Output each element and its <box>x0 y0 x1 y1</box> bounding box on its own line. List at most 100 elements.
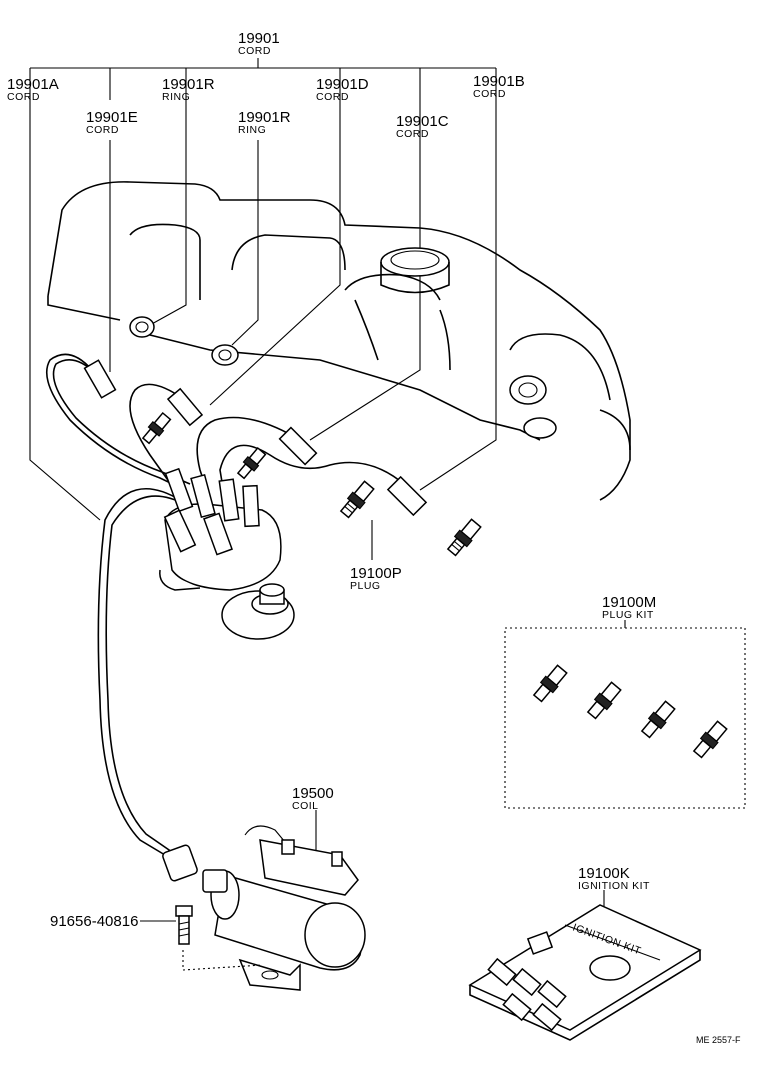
plug-kit-border <box>504 627 746 809</box>
part-number-19901b: 19901B <box>473 73 525 90</box>
part-name-19901a: CORD <box>7 91 40 103</box>
kit-part <box>532 1002 562 1032</box>
coil-cord-wire-2 <box>105 495 187 853</box>
part-name-ring-2: RING <box>238 124 266 136</box>
bolt-head <box>175 905 193 917</box>
coil-bracket-top <box>259 839 359 896</box>
distributor-tower <box>164 467 194 513</box>
part-number-ring-2: 19901R <box>238 109 291 126</box>
part-number-19901d: 19901D <box>316 76 369 93</box>
ignition-coil <box>162 825 366 991</box>
leader-ring1 <box>149 100 187 326</box>
part-name-19100k: IGNITION KIT <box>578 880 650 892</box>
coil-end-cap <box>304 902 366 968</box>
spark-plug-icon <box>692 720 728 759</box>
leader-19901d <box>209 100 341 406</box>
ignition-kit-case-side <box>469 950 701 1041</box>
distributor-base <box>159 569 201 591</box>
part-number-19901c: 19901C <box>396 113 449 130</box>
manifold-port <box>509 375 547 405</box>
part-number-19100m: 19100M <box>602 594 656 611</box>
ring-icon <box>211 344 239 366</box>
distributor-tower <box>190 473 216 519</box>
part-name-19901d: CORD <box>316 91 349 103</box>
part-name-19901e: CORD <box>86 124 119 136</box>
part-number-19901a: 19901A <box>7 76 59 93</box>
kit-part <box>502 992 532 1022</box>
leader-19901a <box>29 100 101 521</box>
cover-rib-2 <box>439 309 451 371</box>
ignition-kit-label-band <box>564 924 661 961</box>
ring-hole <box>218 349 232 361</box>
boot-icon <box>166 387 204 427</box>
bolt-icon <box>175 905 193 945</box>
part-number-19100p: 19100P <box>350 565 402 582</box>
ignition-cords <box>46 353 406 859</box>
kit-part <box>526 931 554 955</box>
diagram-reference: ME 2557-F <box>696 1035 741 1045</box>
kit-rotor <box>589 955 631 981</box>
kit-part <box>537 979 567 1009</box>
part-number-19500: 19500 <box>292 785 334 802</box>
coil-mount-foot <box>238 958 301 991</box>
cover-outline <box>47 181 631 501</box>
part-name-19500: COIL <box>292 800 319 812</box>
coil-terminal <box>331 851 343 867</box>
coil-cord-wire <box>97 487 181 859</box>
distributor-tower <box>218 478 240 522</box>
oil-filler-cap-inner <box>390 250 440 270</box>
boot-icon <box>386 475 428 517</box>
spark-plug-icon <box>446 518 482 557</box>
plug-kit-box <box>504 627 746 809</box>
ring-icon <box>129 316 155 338</box>
vacuum-nipple-top <box>259 583 285 597</box>
part-number-19100k: 19100K <box>578 865 630 882</box>
cord-e-wire <box>46 353 186 491</box>
rings <box>129 316 239 366</box>
leader-lines <box>29 58 626 930</box>
cord-b-wire <box>219 444 406 501</box>
part-number-19901: 19901 <box>238 30 280 47</box>
coil-terminal <box>281 839 295 855</box>
distributor-tower <box>163 509 197 553</box>
cover-hump-1 <box>129 223 201 300</box>
bolt-alignment-line <box>182 950 263 971</box>
part-name-19100p: PLUG <box>350 580 381 592</box>
cord-e-wire-2 <box>52 358 191 485</box>
cover-hump-2 <box>231 234 346 271</box>
coil-cord-boot <box>162 844 198 882</box>
coil-mount-hole <box>261 970 279 980</box>
distributor <box>159 467 295 640</box>
cover-flange <box>129 329 541 441</box>
part-number-bolt: 91656-40816 <box>50 913 138 930</box>
part-number-19901e: 19901E <box>86 109 138 126</box>
oil-filler-neck <box>380 262 450 294</box>
kit-part <box>487 957 517 987</box>
manifold-port-lower <box>523 417 557 439</box>
part-name-19901c: CORD <box>396 128 429 140</box>
leader-19901b <box>419 100 497 491</box>
manifold-end <box>599 409 631 451</box>
cord-c-wire <box>196 416 301 501</box>
spark-plug-icon <box>141 411 172 445</box>
manifold-neck <box>509 333 611 401</box>
part-name-19901: CORD <box>238 45 271 57</box>
ignition-kit: IGNITION KIT <box>468 904 702 1041</box>
spark-plug-icon <box>586 681 622 720</box>
distributor-tower <box>203 512 233 556</box>
spark-plugs <box>141 411 482 557</box>
distributor-tower <box>242 484 260 528</box>
manifold-port-inner <box>518 382 538 398</box>
coil-lead <box>244 825 291 849</box>
part-number-ring-1: 19901R <box>162 76 215 93</box>
plug-boots <box>83 359 428 517</box>
leader-19901c <box>309 140 421 441</box>
coil-tower <box>202 869 228 893</box>
spark-plug-icon <box>339 480 375 519</box>
boot-icon <box>83 359 117 399</box>
cord-d-wire <box>129 383 186 491</box>
kit-part <box>512 967 542 997</box>
part-name-19901b: CORD <box>473 88 506 100</box>
spark-plug-icon <box>532 664 568 703</box>
